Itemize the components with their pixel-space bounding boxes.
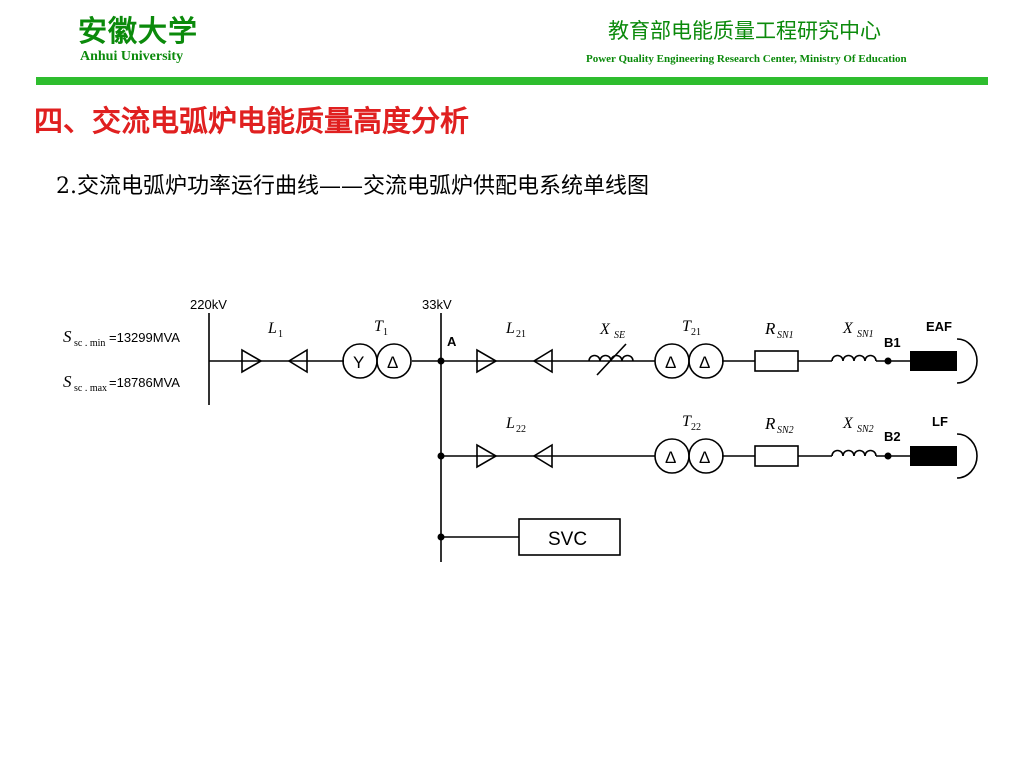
slide-subtitle: 2.交流电弧炉功率运行曲线——交流电弧炉供配电系统单线图 — [56, 174, 649, 199]
l1-symbol: L — [267, 320, 277, 337]
eaf-electrode — [910, 351, 957, 371]
t22-symbol: T — [682, 413, 692, 430]
reactor-xse-symbol — [588, 343, 634, 376]
inductor-xsn2-symbol — [831, 449, 877, 457]
university-name-cn: 安徽大学 — [78, 14, 199, 48]
xse-subscript: SE — [614, 330, 625, 341]
l22-symbol: L — [505, 415, 515, 432]
eaf-label: EAF — [926, 319, 952, 334]
eaf-arc-symbol — [956, 338, 978, 384]
transformer-t1-symbol — [342, 343, 412, 379]
resistor-rsn2-symbol — [754, 445, 799, 467]
t22-subscript: 22 — [691, 422, 701, 433]
mv-bus-label: 33kV — [422, 297, 452, 312]
rsn1-symbol: R — [764, 319, 776, 338]
t1-wye: Y — [353, 353, 364, 372]
rsn2-symbol: R — [764, 414, 776, 433]
transformer-t21-symbol — [654, 343, 724, 379]
l21-subscript: 21 — [516, 329, 526, 340]
rsn2-subscript: SN2 — [777, 425, 794, 436]
lf-arc-symbol — [956, 433, 978, 479]
t1-delta: Δ — [387, 353, 398, 372]
xsn2-symbol: X — [842, 415, 854, 432]
hv-bus-label: 220kV — [190, 297, 227, 312]
university-name-en: Anhui University — [80, 49, 184, 64]
t22-delta-1: Δ — [665, 448, 676, 467]
line-l21-symbol — [476, 348, 553, 374]
t1-symbol: T — [374, 318, 384, 335]
t21-subscript: 21 — [691, 327, 701, 338]
header-divider — [36, 77, 988, 85]
t21-symbol: T — [682, 318, 692, 335]
ssc-max-value: =18786MVA — [109, 375, 180, 390]
t21-delta-1: Δ — [665, 353, 676, 372]
line-l1-symbol — [241, 348, 308, 374]
ssc-min-value: =13299MVA — [109, 330, 180, 345]
t21-delta-2: Δ — [699, 353, 710, 372]
ssc-min-symbol: S — [63, 327, 72, 346]
slide-title: 四、交流电弧炉电能质量高度分析 — [34, 104, 470, 138]
node-a-label: A — [447, 334, 457, 349]
research-center-en: Power Quality Engineering Research Cente… — [586, 53, 907, 65]
xsn2-subscript: SN2 — [857, 424, 874, 435]
rsn1-subscript: SN1 — [777, 330, 794, 341]
l22-subscript: 22 — [516, 424, 526, 435]
lf-label: LF — [932, 414, 948, 429]
lf-electrode — [910, 446, 957, 466]
svc-box — [518, 518, 621, 556]
xsn1-subscript: SN1 — [857, 329, 874, 340]
research-center-cn: 教育部电能质量工程研究中心 — [608, 19, 881, 43]
node-svc-dot — [437, 533, 445, 541]
transformer-t22-symbol — [654, 438, 724, 474]
node-row2-dot — [437, 452, 445, 460]
l21-symbol: L — [505, 320, 515, 337]
l1-subscript: 1 — [278, 329, 283, 340]
resistor-rsn1-symbol — [754, 350, 799, 372]
ssc-min-subscript: sc . min — [74, 338, 105, 349]
t22-delta-2: Δ — [699, 448, 710, 467]
node-b1-dot — [884, 357, 892, 365]
node-a-dot — [437, 357, 445, 365]
ssc-max-subscript: sc . max — [74, 383, 107, 394]
line-l22-symbol — [476, 443, 553, 469]
t1-subscript: 1 — [383, 327, 388, 338]
inductor-xsn1-symbol — [831, 354, 877, 362]
ssc-max-symbol: S — [63, 372, 72, 391]
svc-label: SVC — [548, 529, 587, 550]
b2-label: B2 — [884, 429, 901, 444]
xsn1-symbol: X — [842, 320, 854, 337]
node-b2-dot — [884, 452, 892, 460]
xse-symbol: X — [599, 321, 611, 338]
b1-label: B1 — [884, 335, 901, 350]
